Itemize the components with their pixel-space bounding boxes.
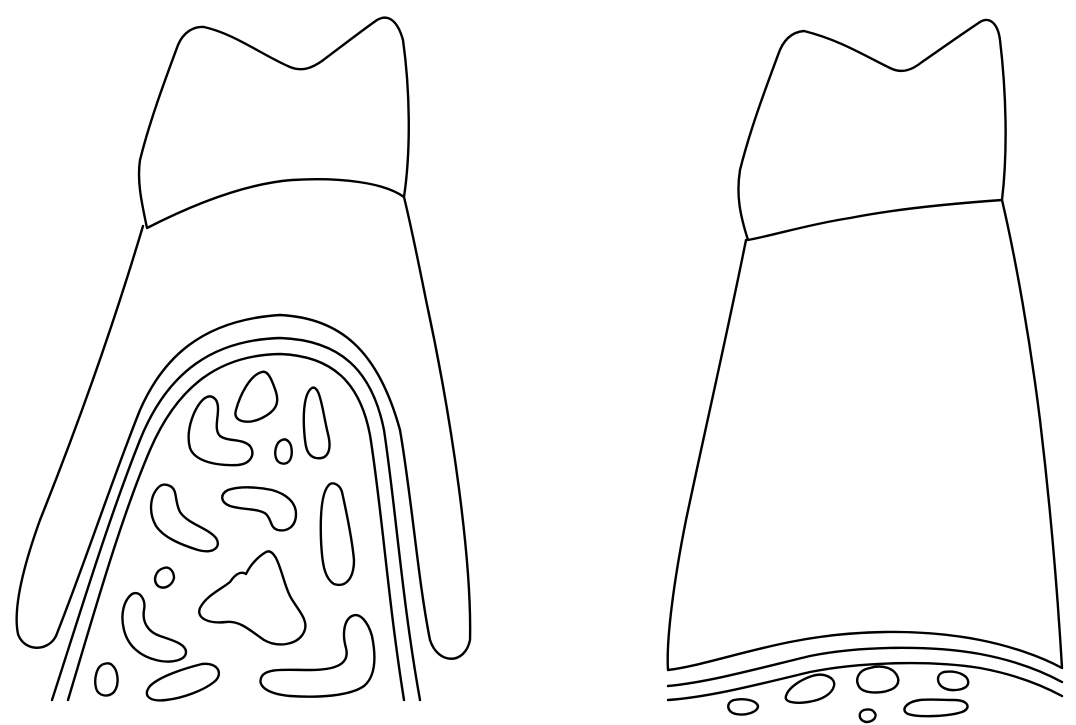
- left-crown-outline: [139, 18, 409, 228]
- right-marrow-space: [938, 672, 968, 690]
- left-marrow-space: [321, 483, 354, 584]
- left-marrow-space: [147, 664, 219, 701]
- left-marrow-space: [304, 388, 330, 459]
- right-marrow-spaces: [728, 667, 968, 723]
- left-marrow-space: [199, 551, 305, 644]
- left-marrow-space: [122, 593, 186, 661]
- left-marrow-space: [260, 615, 374, 697]
- right-marrow-space: [728, 699, 758, 714]
- right-marrow-space: [904, 700, 967, 717]
- left-marrow-space: [275, 439, 291, 463]
- left-ligament-outer: [52, 338, 420, 700]
- left-marrow-space: [222, 487, 296, 530]
- left-marrow-space: [189, 396, 253, 465]
- left-marrow-spaces: [95, 372, 374, 701]
- right-root-outline: [668, 200, 1062, 670]
- left-marrow-space: [95, 663, 117, 695]
- right-marrow-space: [857, 667, 898, 693]
- left-tooth-figure: [17, 18, 471, 701]
- left-marrow-space: [151, 485, 218, 552]
- left-root-outline: [17, 197, 471, 659]
- right-marrow-space: [786, 675, 834, 703]
- right-crown-outline: [738, 20, 1005, 240]
- right-marrow-space: [860, 709, 876, 722]
- left-marrow-space: [235, 372, 277, 422]
- right-ligament-outer: [668, 648, 1062, 686]
- right-tooth-figure: [668, 20, 1062, 722]
- left-marrow-space: [155, 568, 174, 588]
